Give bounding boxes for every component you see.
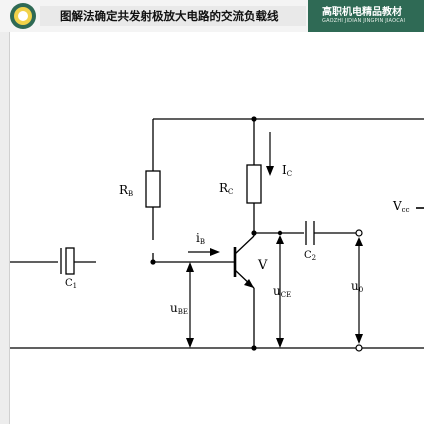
uce-label: uCE (273, 284, 291, 299)
uce-arrow-head-bottom (276, 338, 284, 348)
left-margin-bar (0, 32, 9, 424)
rb-label: RB (119, 183, 133, 198)
rc-resistor (246, 164, 262, 204)
transistor-emitter-arrow (244, 279, 254, 288)
title-band (40, 6, 306, 26)
junction-dot-top-rc (251, 116, 257, 122)
c1-plate-right (65, 247, 75, 275)
logo-icon (10, 3, 36, 29)
junction-dot-collector (251, 230, 257, 236)
output-terminal-top (355, 229, 363, 237)
brand-name: 高职机电精品教材 (322, 7, 402, 18)
junction-dot-uce-top (277, 230, 283, 236)
uo-arrow-head-bottom (355, 334, 363, 344)
c2-label: C2 (304, 250, 316, 262)
ube-arrow-head-bottom (186, 338, 194, 348)
ube-arrow-head-top (186, 262, 194, 272)
ib-label: iB (196, 231, 205, 246)
vcc-label: Vcc (392, 199, 410, 214)
transistor-collector-lead (234, 235, 255, 255)
uo-arrow-head-top (355, 237, 363, 246)
ic-label: IC (282, 163, 292, 178)
junction-dot-base (150, 259, 156, 265)
brand-box (308, 0, 424, 32)
rc-label: RC (219, 181, 233, 196)
slide-title: 图解法确定共发射极放大电路的交流负载线 (60, 9, 279, 23)
uce-arrow-head-top (276, 235, 284, 244)
rb-resistor (145, 170, 161, 208)
ube-label: uBE (170, 301, 188, 316)
output-terminal-bottom (355, 344, 363, 352)
uo-label: u0 (351, 279, 363, 294)
ic-arrow-head (266, 166, 274, 176)
brand-pinyin: GAOZHI JIDIAN JINGPIN JIAOCAI (322, 18, 406, 24)
transistor-label: V (257, 258, 268, 273)
ib-arrow-head (210, 248, 220, 256)
junction-dot-ground-emitter (251, 345, 257, 351)
left-margin-line (9, 32, 10, 424)
c1-label: C1 (65, 278, 77, 290)
